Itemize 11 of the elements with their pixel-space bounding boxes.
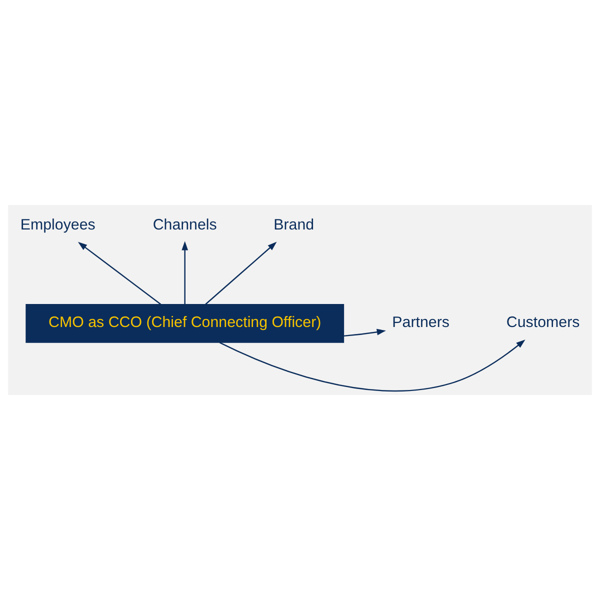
arrow <box>344 328 386 337</box>
arrow <box>219 340 526 392</box>
node-text: Channels <box>152 216 217 234</box>
node-box: CMO as CCO (Chief Connecting Officer) <box>26 304 344 343</box>
node-text: Employees <box>20 216 96 234</box>
node-text: Brand <box>274 216 314 234</box>
arrow <box>205 242 277 305</box>
node-text: Customers <box>506 314 580 332</box>
node-text: Partners <box>392 314 450 332</box>
arrow <box>78 242 162 305</box>
arrow <box>182 241 188 304</box>
